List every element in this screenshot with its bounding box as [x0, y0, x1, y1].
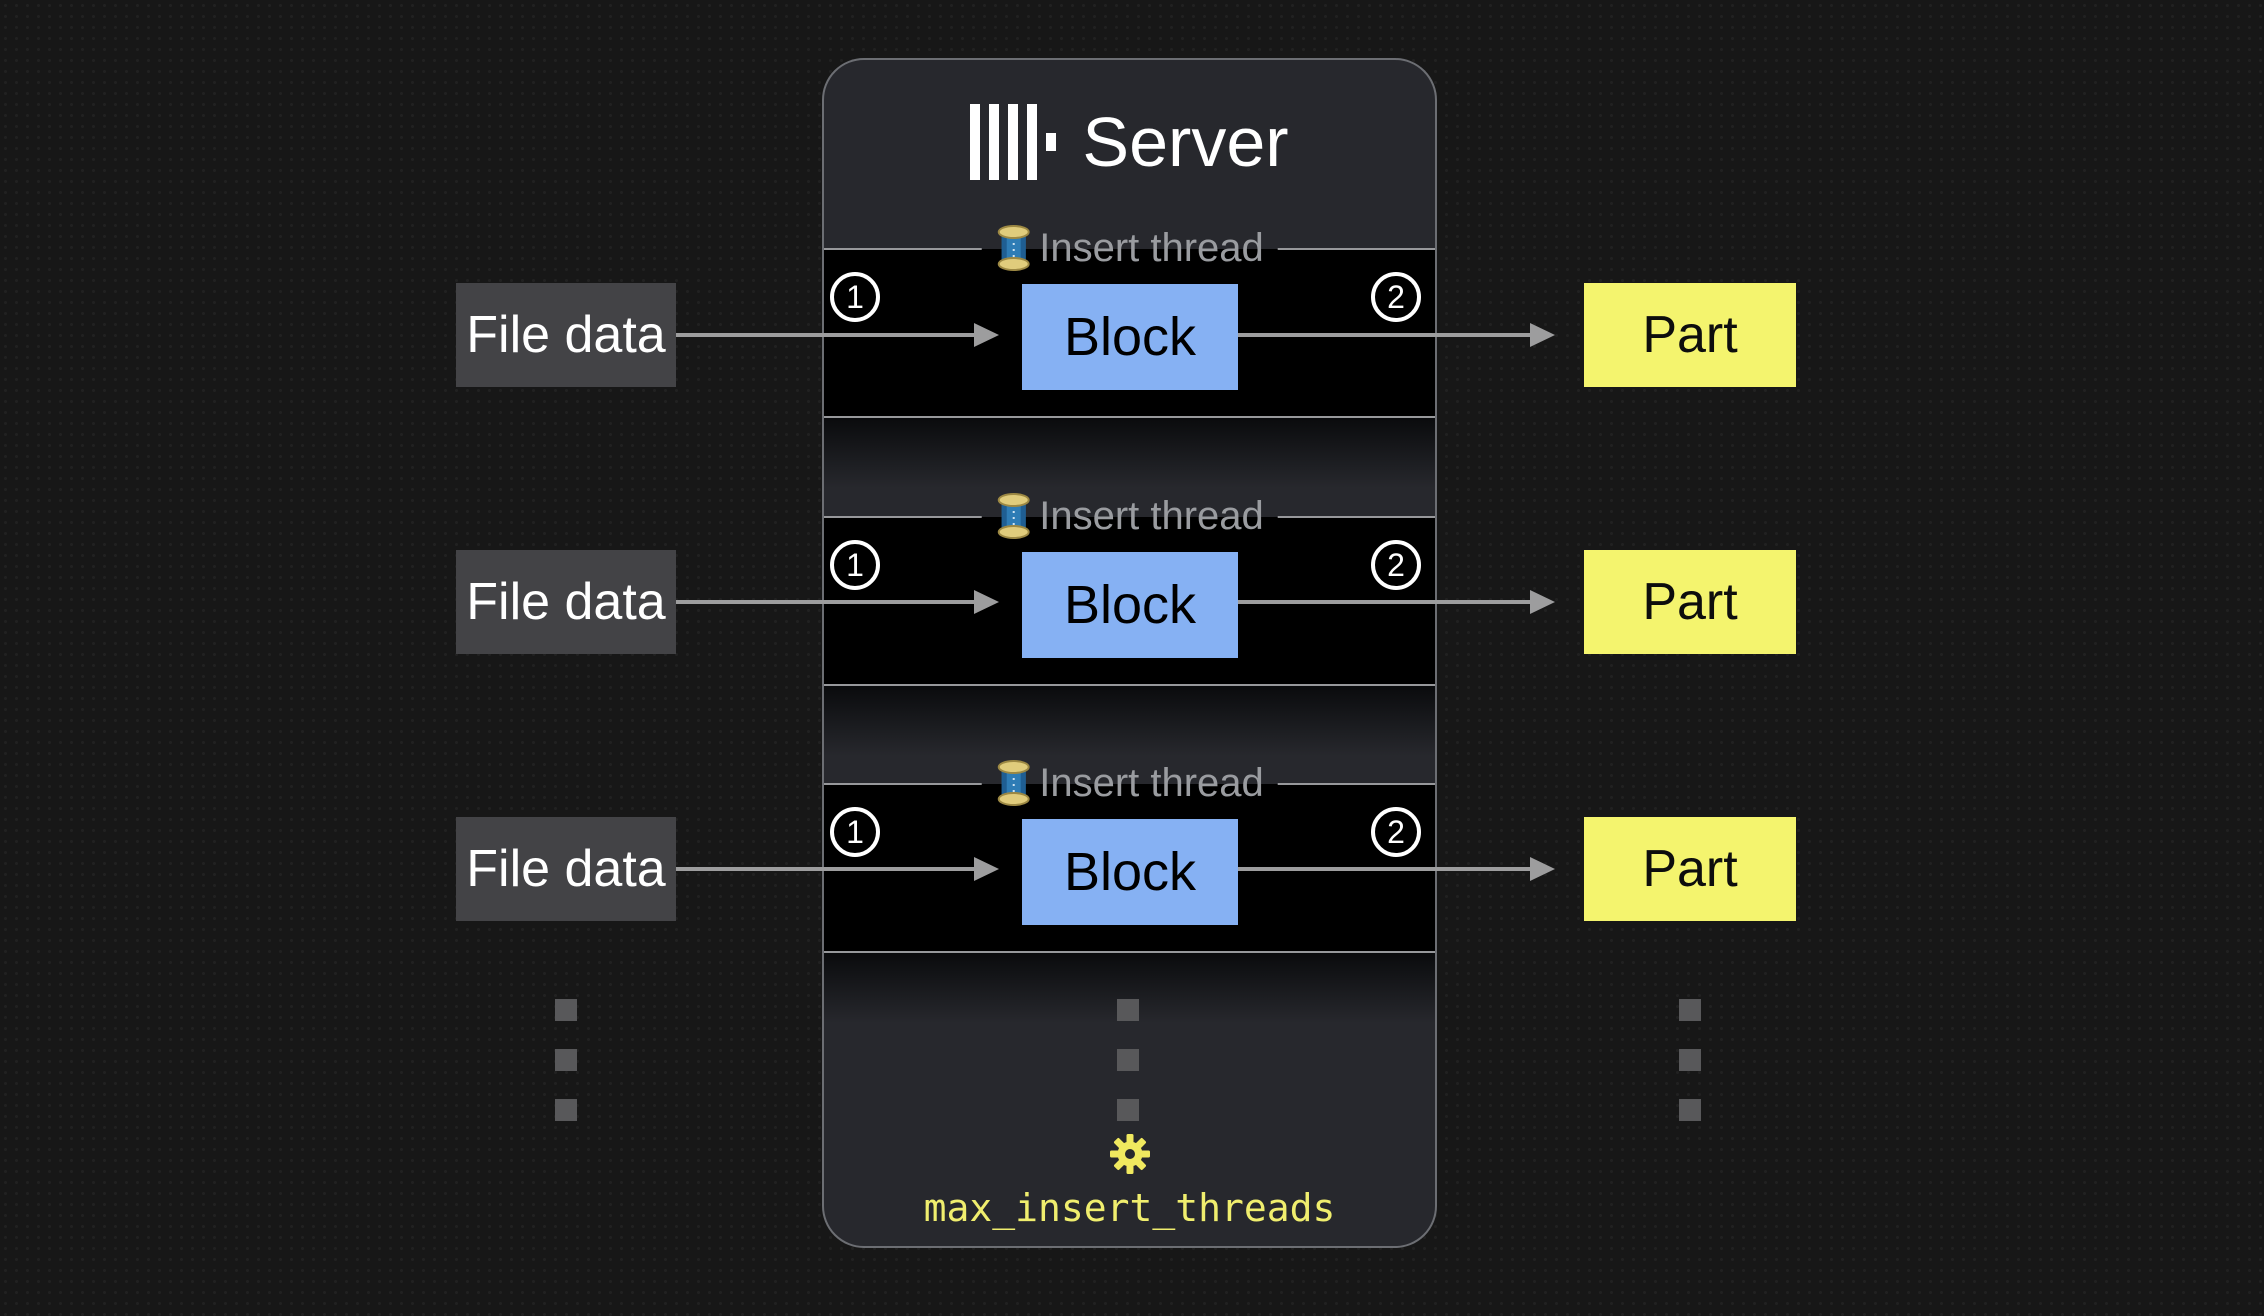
insert-thread-label: Insert thread	[1039, 761, 1264, 805]
arrow-input-to-block	[676, 333, 974, 337]
setting-name: max_insert_threads	[923, 1186, 1336, 1230]
arrow-block-to-part	[1238, 600, 1530, 604]
file-data-box: File data	[456, 550, 676, 654]
step-2-badge: 2	[1371, 807, 1421, 857]
step-number: 1	[846, 547, 864, 583]
step-number: 2	[1387, 547, 1405, 583]
insert-thread-legend: Insert thread	[981, 492, 1278, 540]
part-label: Part	[1642, 573, 1738, 631]
gear-icon	[1109, 1134, 1150, 1174]
thread-spool-icon	[997, 493, 1030, 539]
ellipsis-dot	[1117, 1049, 1139, 1071]
step-number: 1	[846, 279, 864, 315]
step-number: 2	[1387, 814, 1405, 850]
thread-spool-icon	[997, 760, 1030, 806]
block-box: Block	[1022, 819, 1238, 925]
ellipsis-dot	[1117, 1099, 1139, 1121]
file-data-label: File data	[466, 306, 666, 364]
ellipsis-dot	[555, 1099, 577, 1121]
arrow-input-to-block	[676, 867, 974, 871]
server-title-label: Server	[1082, 103, 1289, 181]
insert-thread-legend: Insert thread	[981, 224, 1278, 272]
file-data-label: File data	[466, 840, 666, 898]
server-panel: Server Insert thread 1 Block	[822, 58, 1437, 1248]
step-1-badge: 1	[830, 272, 880, 322]
insert-thread-label: Insert thread	[1039, 494, 1264, 538]
arrow-block-to-part	[1238, 333, 1530, 337]
block-label: Block	[1063, 575, 1197, 635]
file-data-box: File data	[456, 817, 676, 921]
part-box: Part	[1584, 817, 1796, 921]
server-title: Server	[824, 104, 1435, 180]
file-data-box: File data	[456, 283, 676, 387]
arrow-input-to-block	[676, 600, 974, 604]
block-label: Block	[1063, 842, 1197, 902]
block-box: Block	[1022, 284, 1238, 390]
step-2-badge: 2	[1371, 540, 1421, 590]
section-shadow	[824, 418, 1435, 496]
step-1-badge: 1	[830, 540, 880, 590]
ellipsis-dot	[1679, 1049, 1701, 1071]
ellipsis-dot	[1679, 999, 1701, 1021]
section-shadow	[824, 686, 1435, 764]
insert-thread-label: Insert thread	[1039, 226, 1264, 270]
clickhouse-logo-icon	[970, 104, 1057, 180]
arrow-block-to-part	[1238, 867, 1530, 871]
step-number: 1	[846, 814, 864, 850]
ellipsis-dot	[555, 999, 577, 1021]
ellipsis-dot	[1679, 1099, 1701, 1121]
part-label: Part	[1642, 840, 1738, 898]
block-box: Block	[1022, 552, 1238, 658]
settings-footer	[824, 1132, 1435, 1176]
part-label: Part	[1642, 306, 1738, 364]
step-number: 2	[1387, 279, 1405, 315]
insert-thread-legend: Insert thread	[981, 759, 1278, 807]
block-label: Block	[1063, 307, 1197, 367]
part-box: Part	[1584, 283, 1796, 387]
file-data-label: File data	[466, 573, 666, 631]
ellipsis-dot	[555, 1049, 577, 1071]
thread-spool-icon	[997, 225, 1030, 271]
ellipsis-dot	[1117, 999, 1139, 1021]
step-1-badge: 1	[830, 807, 880, 857]
part-box: Part	[1584, 550, 1796, 654]
step-2-badge: 2	[1371, 272, 1421, 322]
